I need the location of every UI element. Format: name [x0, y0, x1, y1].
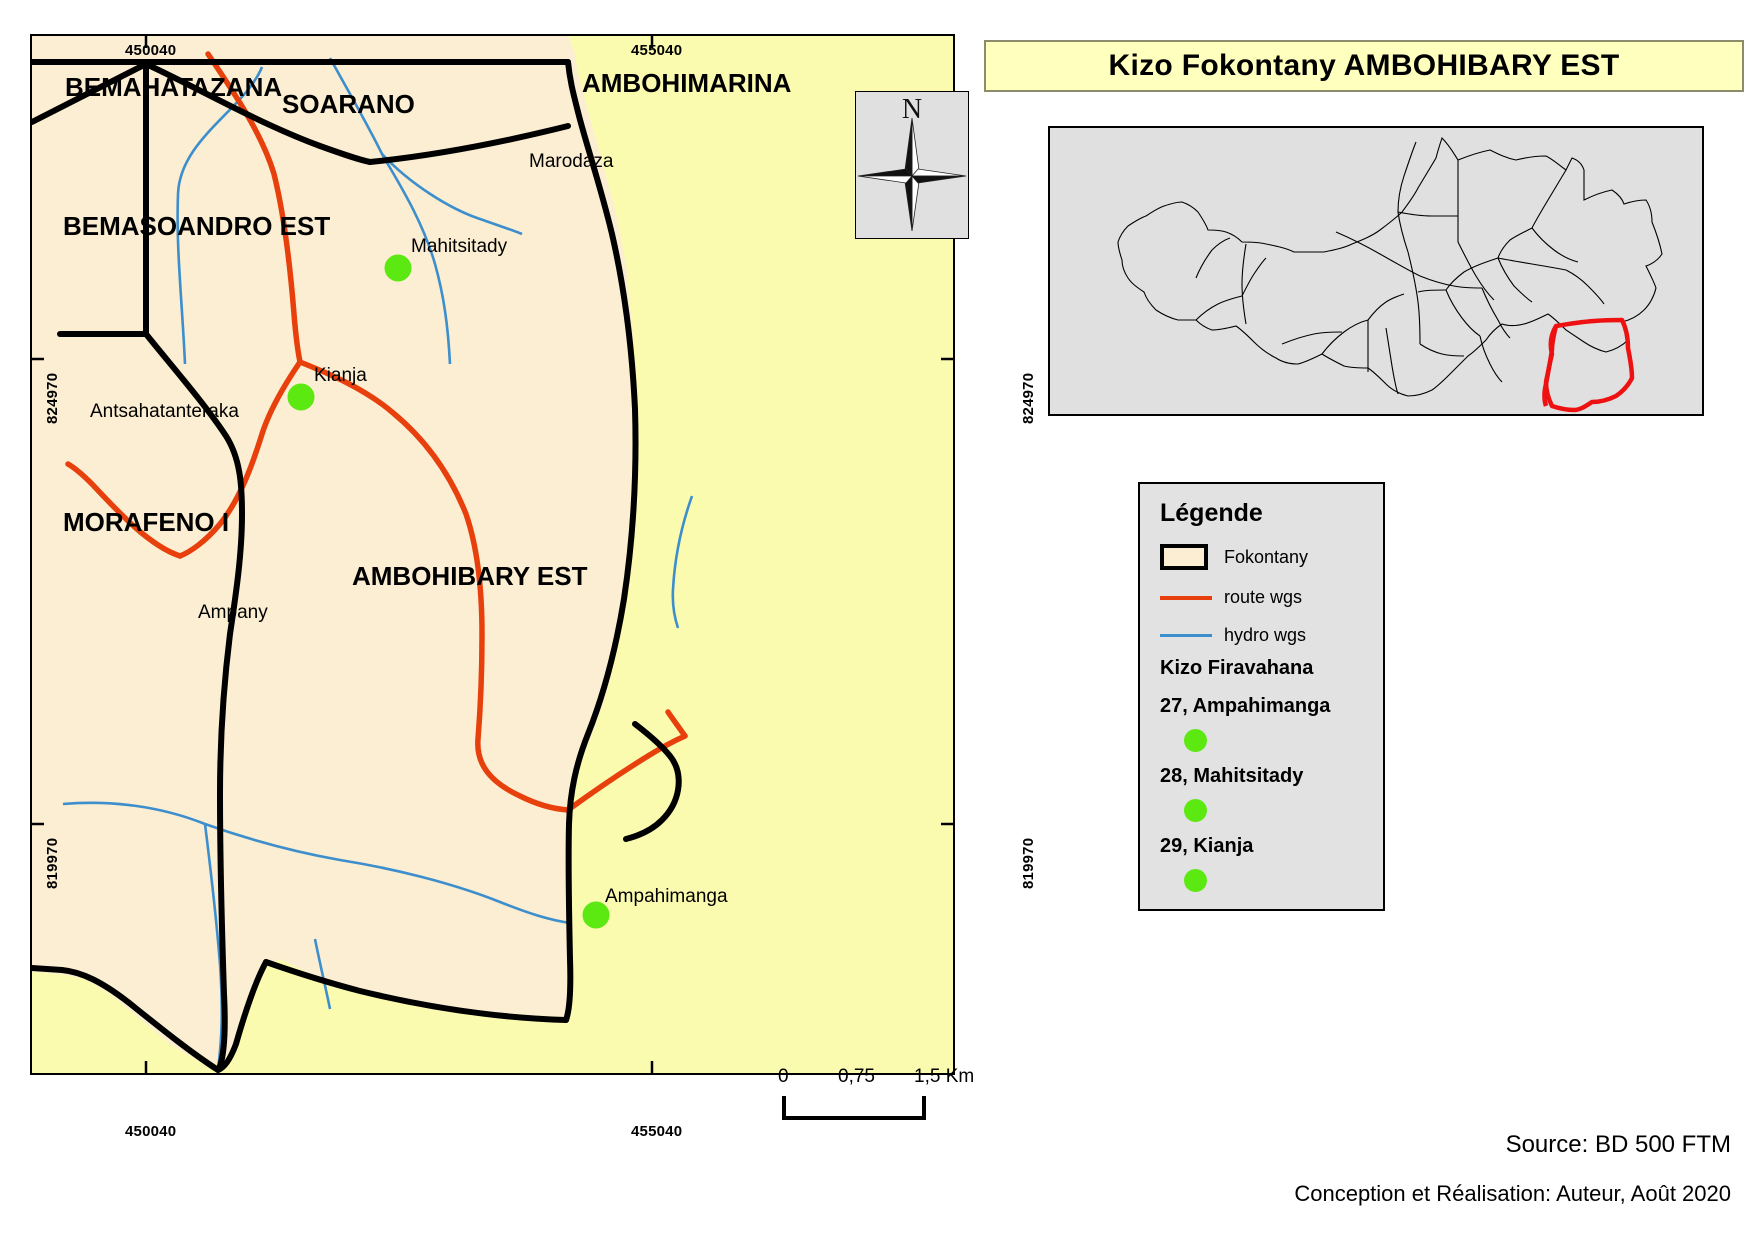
legend-label-route: route wgs: [1224, 587, 1303, 607]
legend-panel: Légende Fokontany route wgs hydro wgs Ki…: [1138, 482, 1385, 911]
map-label-morafeno-i: MORAFENO I: [63, 507, 230, 537]
fokontany-fill: [32, 36, 636, 1064]
map-label-kianja: Kianja: [314, 365, 367, 386]
map-label-antsahatanteraka: Antsahatanteraka: [90, 401, 239, 422]
legend-item-fokontany: Fokontany: [1160, 544, 1308, 570]
village-points: [287, 254, 610, 929]
north-label: N: [901, 94, 923, 125]
map-label-ampany: Ampany: [198, 602, 268, 623]
village-point-kianja: [287, 383, 315, 411]
highlighted-fokontany: [1543, 317, 1635, 413]
map-label-bemahatazana: BEMAHATAZANA: [65, 72, 283, 102]
blue-line-icon: [1160, 634, 1220, 637]
scale-bar: 0 0,75 1,5 Km: [778, 1066, 983, 1124]
scale-tick-2: 1,5 Km: [914, 1066, 975, 1087]
hydro-lines: [62, 57, 694, 1070]
coord-top-right: 455040: [631, 42, 683, 59]
coord-bottom-left: 450040: [125, 1123, 177, 1140]
page-title: Kizo Fokontany AMBOHIBARY EST: [1108, 49, 1620, 82]
green-dot-icon-27: [1184, 729, 1207, 752]
legend-item-hydro: hydro wgs: [1160, 625, 1306, 646]
locator-inset-map: [1048, 126, 1704, 416]
coord-right-lower: 819970: [1020, 837, 1037, 889]
map-label-ambohimarina: AMBOHIMARINA: [582, 68, 792, 98]
route-lines: [65, 51, 688, 813]
scale-bracket-icon: [782, 1096, 926, 1120]
coordinate-ticks: [30, 34, 955, 1075]
scale-tick-0: 0: [778, 1066, 789, 1087]
green-dot-icon-29: [1184, 869, 1207, 892]
source-text: Source: BD 500 FTM: [1505, 1131, 1731, 1158]
coord-left-upper: 824970: [44, 372, 61, 424]
legend-point-label-29: 29, Kianja: [1160, 835, 1254, 857]
north-arrow-box: N: [855, 91, 969, 239]
fokontany-boundaries: [30, 59, 682, 1073]
map-label-bemasoandro-est: BEMASOANDRO EST: [63, 211, 331, 241]
map-label-marodaza: Marodaza: [529, 151, 614, 172]
map-label-ambohibary-est: AMBOHIBARY EST: [352, 561, 588, 591]
polygon-swatch-icon: [1160, 544, 1220, 570]
legend-label-fokontany: Fokontany: [1224, 546, 1309, 567]
legend-item-route: route wgs: [1160, 587, 1302, 608]
map-title-box: Kizo Fokontany AMBOHIBARY EST: [984, 40, 1744, 92]
map-graphic: [30, 34, 955, 1075]
coord-top-left: 450040: [125, 42, 177, 59]
legend-heading: Légende: [1160, 499, 1263, 527]
scale-tick-1: 0,75: [838, 1066, 875, 1087]
coord-bottom-right: 455040: [631, 1123, 683, 1140]
coord-left-lower: 819970: [44, 837, 61, 889]
legend-point-label-28: 28, Mahitsitady: [1160, 765, 1304, 787]
map-label-soarano: SOARANO: [282, 89, 415, 119]
village-point-mahitsitady: [384, 254, 412, 282]
legend-label-hydro: hydro wgs: [1224, 625, 1307, 645]
map-label-ampahimanga: Ampahimanga: [605, 886, 728, 907]
green-dot-icon-28: [1184, 799, 1207, 822]
village-point-ampahimanga: [582, 901, 610, 929]
map-label-mahitsitady: Mahitsitady: [411, 236, 508, 257]
credit-text: Conception et Réalisation: Auteur, Août …: [1294, 1181, 1731, 1206]
legend-points-heading: Kizo Firavahana: [1160, 657, 1314, 679]
coord-right-upper: 824970: [1020, 372, 1037, 424]
legend-point-label-27: 27, Ampahimanga: [1160, 695, 1331, 717]
inset-map-graphic: [1117, 136, 1663, 413]
north-arrow-icon: [857, 117, 967, 232]
red-line-icon: [1160, 595, 1220, 600]
